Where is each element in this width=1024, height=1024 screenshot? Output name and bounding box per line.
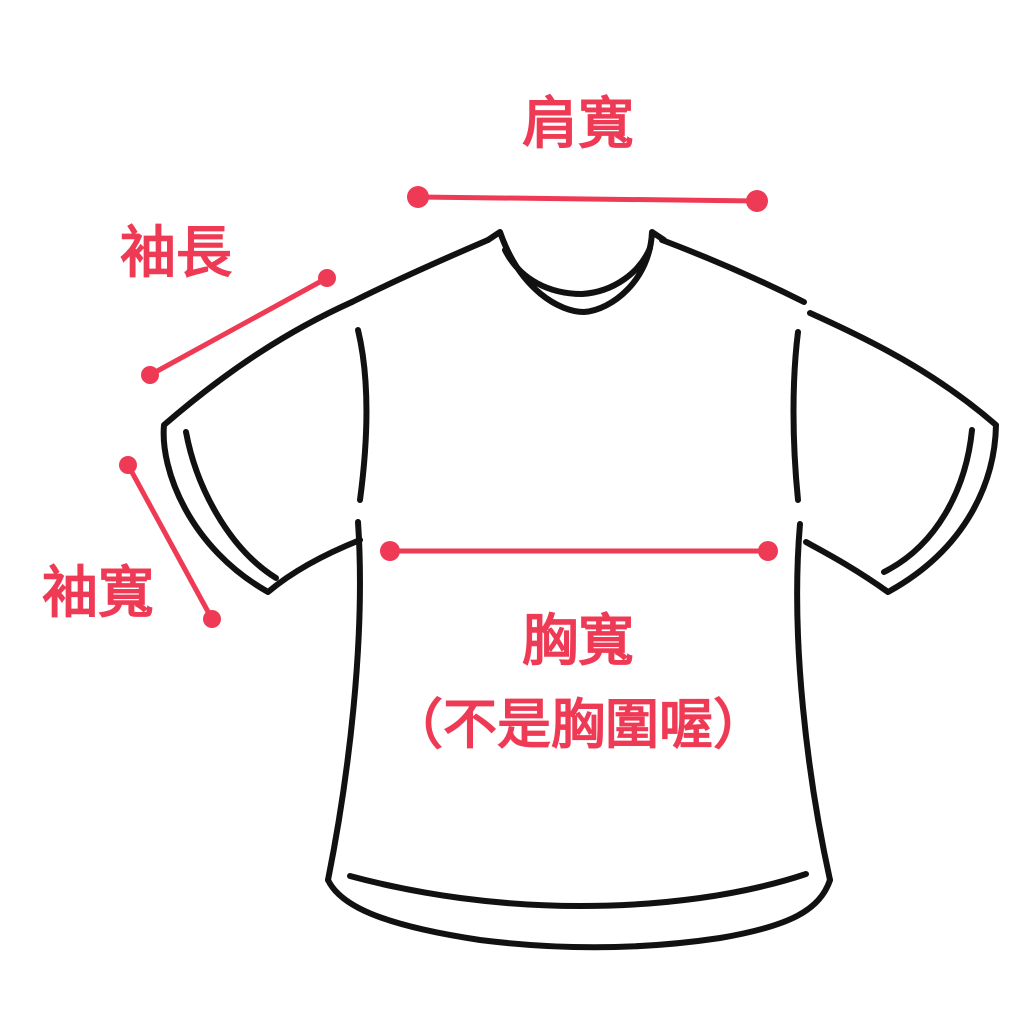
shoulder-width-label: 肩寬 bbox=[522, 92, 634, 157]
left-sleeve-outer bbox=[160, 299, 363, 595]
sleeve-length-measure bbox=[141, 269, 336, 384]
sleeve-width-measure bbox=[119, 456, 221, 628]
sleeve-width-dot-top bbox=[119, 456, 137, 474]
chest-width-dot-right bbox=[758, 541, 778, 561]
left-body-side bbox=[325, 519, 363, 883]
chest-width-measure bbox=[380, 541, 778, 561]
right-armhole-seam bbox=[790, 329, 801, 503]
left-sleeve-cuff bbox=[183, 429, 279, 581]
shoulder-width-dot-right bbox=[746, 190, 768, 212]
hem-stitch bbox=[347, 871, 809, 909]
collar-inner bbox=[502, 245, 653, 297]
right-sleeve-cuff bbox=[881, 427, 975, 575]
sleeve-width-dot-bottom bbox=[203, 610, 221, 628]
left-armhole-seam bbox=[355, 327, 370, 503]
tshirt-drawing bbox=[160, 229, 999, 951]
chest-note-label: （不是胸圍喔） bbox=[389, 693, 767, 756]
right-body-side bbox=[794, 521, 833, 883]
sleeve-length-dot-top bbox=[318, 269, 336, 287]
left-shoulder-line bbox=[349, 237, 491, 305]
hem-outer bbox=[325, 877, 833, 951]
sleeve-length-line bbox=[147, 275, 330, 378]
sleeve-width-label: 袖寬 bbox=[42, 561, 154, 626]
chest-width-label: 胸寬 bbox=[522, 609, 634, 674]
chest-width-dot-left bbox=[380, 541, 400, 561]
sleeve-length-dot-bottom bbox=[141, 366, 159, 384]
shoulder-width-measure bbox=[407, 186, 768, 212]
shoulder-width-dot-left bbox=[407, 186, 429, 208]
shoulder-width-line bbox=[415, 194, 760, 204]
right-shoulder-line bbox=[659, 237, 807, 305]
sleeve-width-line bbox=[125, 462, 215, 622]
collar-outer bbox=[485, 229, 667, 315]
right-sleeve-outer bbox=[803, 310, 999, 595]
sleeve-length-label: 袖長 bbox=[120, 221, 233, 286]
